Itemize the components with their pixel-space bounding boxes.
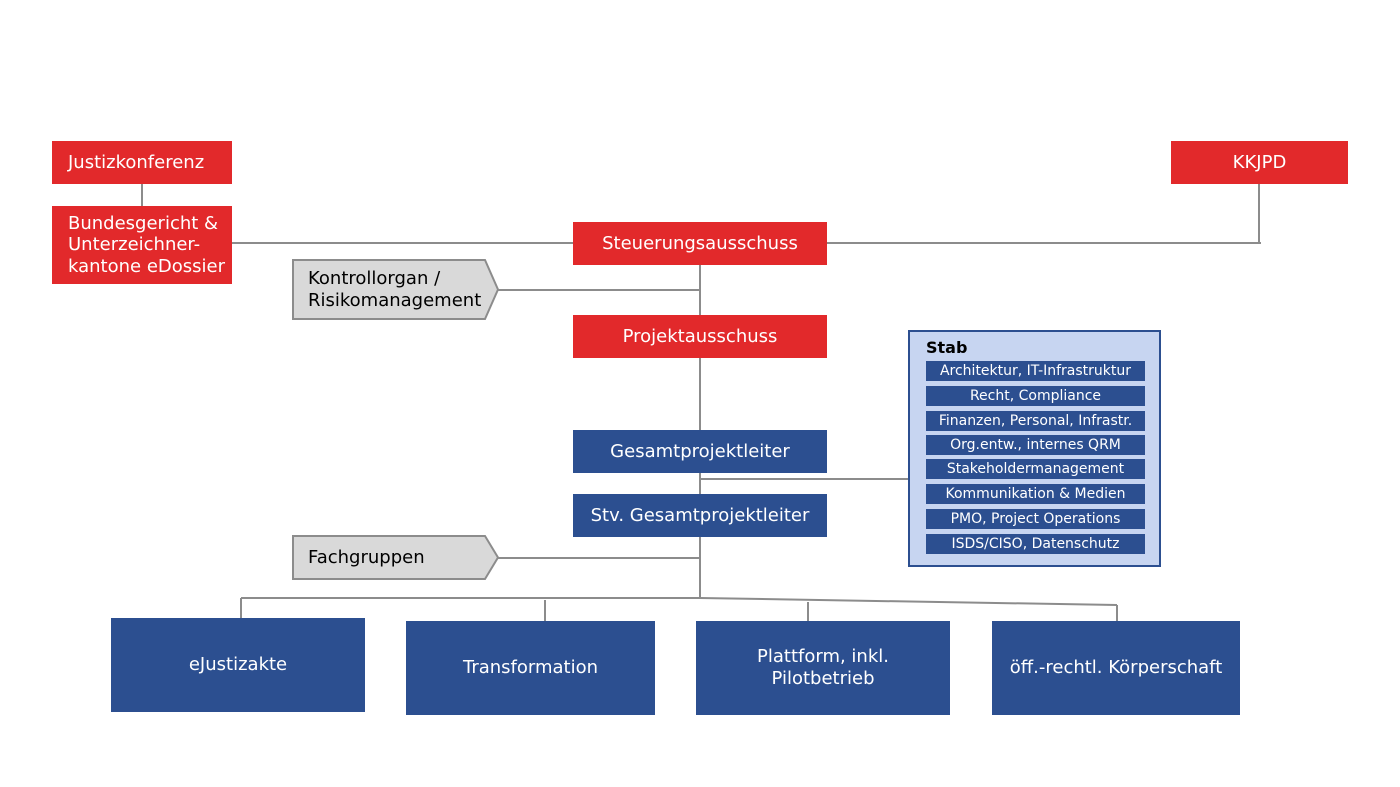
stab-item: ISDS/CISO, Datenschutz [926,534,1145,554]
node-projektausschuss: Projektausschuss [573,315,827,358]
node-kkjpd: KKJPD [1171,141,1348,184]
node-stv-gesamtprojektleiter: Stv. Gesamtprojektleiter [573,494,827,537]
stab-item: Stakeholdermanagement [926,459,1145,479]
fachgruppen-label: Fachgruppen [308,546,425,568]
stab-item: Architektur, IT-Infrastruktur [926,361,1145,381]
connector-bus [241,597,1118,606]
stab-panel: Stab Architektur, IT-Infrastruktur Recht… [908,330,1161,567]
stab-item: Kommunikation & Medien [926,484,1145,504]
stab-item: PMO, Project Operations [926,509,1145,529]
stab-title: Stab [926,338,968,357]
stab-item: Org.entw., internes QRM [926,435,1145,455]
node-koerperschaft: öff.-rechtl. Körperschaft [992,621,1240,715]
stab-item: Finanzen, Personal, Infrastr. [926,411,1145,431]
node-ejustizakte: eJustizakte [111,618,365,712]
stab-item: Recht, Compliance [926,386,1145,406]
node-transformation: Transformation [406,621,655,715]
arrow-shape [292,259,500,320]
node-plattform: Plattform, inkl. Pilotbetrieb [696,621,950,715]
node-steuerungsausschuss: Steuerungsausschuss [573,222,827,265]
kontrollorgan-label: Kontrollorgan / Risikomanagement [308,267,482,311]
node-fachgruppen: Fachgruppen [292,535,500,580]
node-justizkonferenz: Justizkonferenz [52,141,232,184]
arrow-shape [292,535,500,580]
node-bundesgericht: Bundesgericht & Unterzeichner- kantone e… [52,206,232,284]
node-gesamtprojektleiter: Gesamtprojektleiter [573,430,827,473]
node-kontrollorgan: Kontrollorgan / Risikomanagement [292,259,500,320]
